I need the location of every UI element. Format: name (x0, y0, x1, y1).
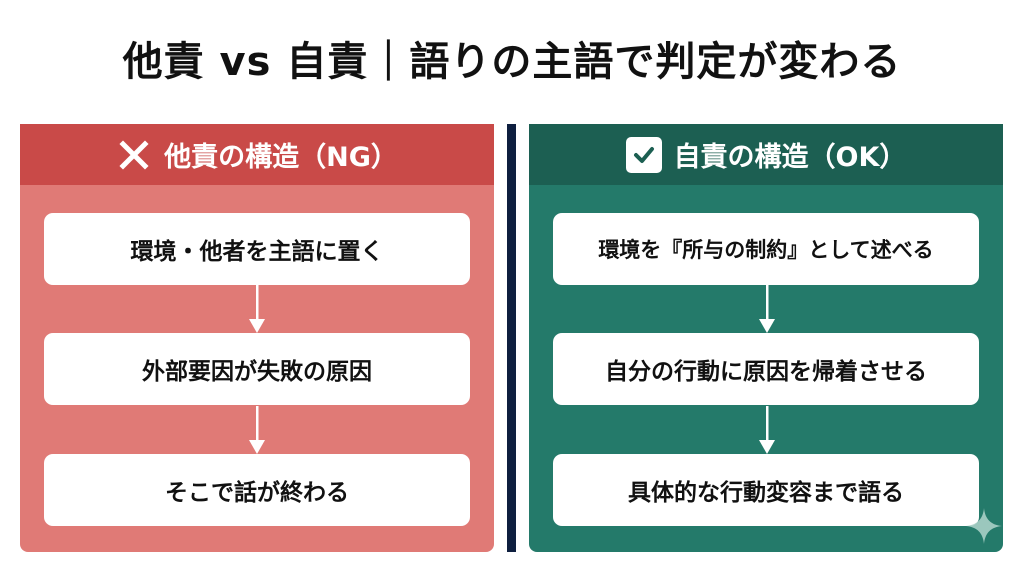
ng-panel-heading: 他責の構造（NG） (164, 142, 398, 173)
ok-panel-header: 自責の構造（OK） (529, 124, 1003, 185)
arrow-down-icon (759, 285, 775, 333)
ok-step-3: 具体的な行動変容まで語る (553, 454, 979, 526)
center-divider (507, 124, 516, 552)
page-title: 他責 vs 自責｜語りの主語で判定が変わる (122, 39, 902, 85)
ok-step-1: 環境を『所与の制約』として述べる (553, 213, 979, 285)
checkbox-icon (625, 136, 662, 173)
ng-step-2: 外部要因が失敗の原因 (44, 333, 470, 405)
x-mark-icon (116, 137, 152, 173)
ok-panel: 自責の構造（OK） 環境を『所与の制約』として述べる 自分の行動に原因を帰着させ… (529, 124, 1003, 552)
ng-step-3: そこで話が終わる (44, 454, 470, 526)
sparkle-icon (966, 508, 1002, 544)
ok-panel-heading: 自責の構造（OK） (673, 142, 907, 173)
ng-step-1: 環境・他者を主語に置く (44, 213, 470, 285)
ng-panel: 他責の構造（NG） 環境・他者を主語に置く 外部要因が失敗の原因 そこで話が終わ… (20, 124, 494, 552)
ok-step-2: 自分の行動に原因を帰着させる (553, 333, 979, 405)
ng-panel-header: 他責の構造（NG） (20, 124, 494, 185)
arrow-down-icon (249, 406, 265, 454)
arrow-down-icon (249, 285, 265, 333)
arrow-down-icon (759, 406, 775, 454)
